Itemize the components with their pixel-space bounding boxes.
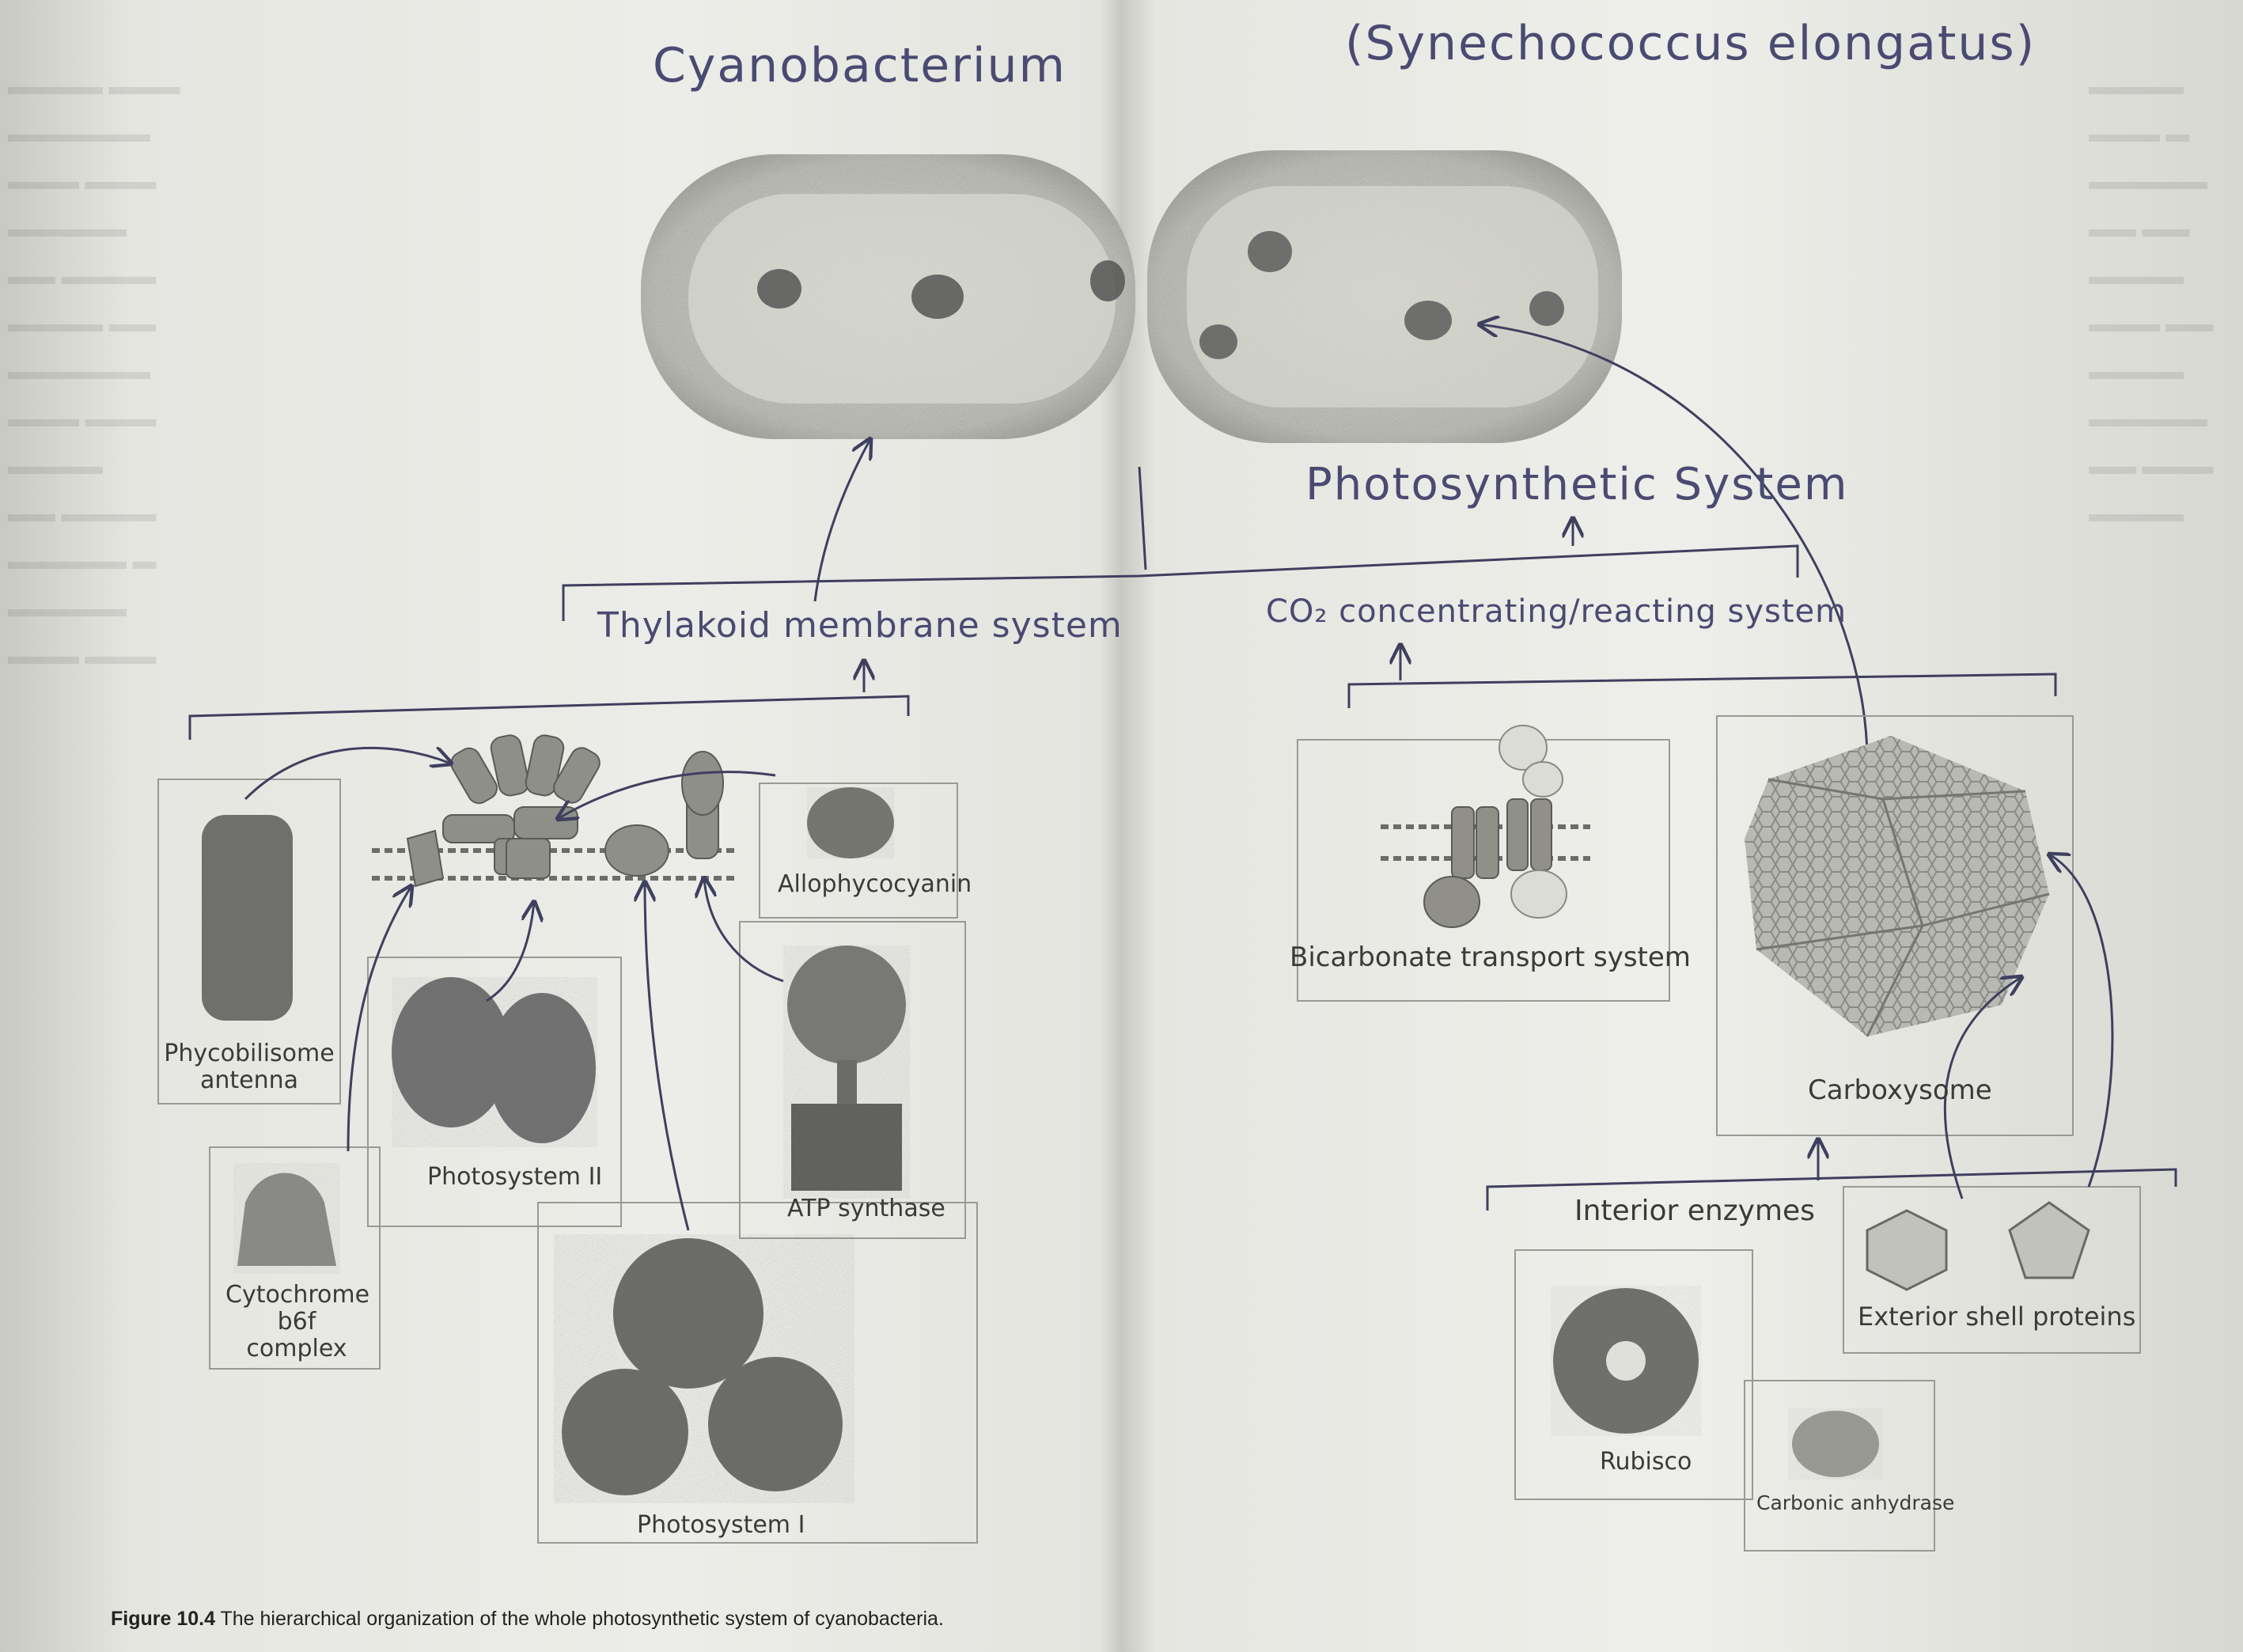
- figure-caption: Figure 10.4 The hierarchical organizatio…: [111, 1608, 944, 1631]
- photosystem-i-structure: [554, 1234, 854, 1503]
- phycobilisome-antenna-structure: [202, 815, 293, 1021]
- figure-number: Figure 10.4: [111, 1608, 215, 1630]
- title-cyanobacterium: Cyanobacterium: [653, 38, 1067, 93]
- top-bracket: [562, 518, 1799, 621]
- label-phycobilisome: Phycobilisome antenna: [164, 1040, 335, 1094]
- caption-text: The hierarchical organization of the who…: [220, 1608, 944, 1630]
- arrow-thylakoid-to-cell: [813, 439, 870, 602]
- thylakoid-bracket: [188, 661, 910, 740]
- label-carbonic-anhydrase: Carbonic anhydrase: [1756, 1491, 1955, 1514]
- label-co2-system: CO₂ concentrating/reacting system: [1266, 593, 1847, 630]
- bicarbonate-transport-structure: [1381, 725, 1590, 928]
- carbonic-anhydrase-structure: [1788, 1408, 1883, 1480]
- interior-enzymes-bracket: [1486, 1139, 2177, 1211]
- panel-frames: [157, 715, 2141, 1552]
- allophycocyanin-structure: [807, 787, 894, 858]
- co2-bracket: [1347, 645, 2057, 708]
- label-exterior-shell-proteins: Exterior shell proteins: [1858, 1302, 2136, 1332]
- bleed-through-text-left: ▬▬▬▬ ▬▬▬▬▬▬▬▬▬▬▬▬ ▬▬▬▬▬▬▬▬▬▬ ▬▬▬▬▬▬▬▬ ▬▬…: [8, 74, 180, 669]
- label-interior-enzymes: Interior enzymes: [1574, 1195, 1815, 1227]
- label-atp-synthase: ATP synthase: [787, 1195, 945, 1222]
- component-arrows: [244, 748, 2114, 1231]
- micrograph-left: [641, 154, 1135, 439]
- label-thylakoid-membrane-system: Thylakoid membrane system: [597, 605, 1123, 646]
- label-photosystem-i: Photosystem I: [637, 1511, 805, 1539]
- atp-synthase-structure: [783, 945, 910, 1199]
- label-carboxysome: Carboxysome: [1808, 1074, 1992, 1106]
- rubisco-structure: [1551, 1286, 1701, 1436]
- carboxysome-structure: [1745, 736, 2050, 1037]
- exterior-shell-proteins-structure: [1866, 1201, 2090, 1291]
- label-photosystem-ii: Photosystem II: [427, 1163, 603, 1191]
- title-synechococcus: (Synechococcus elongatus): [1345, 16, 2037, 71]
- cytochrome-b6f-structure: [233, 1163, 340, 1274]
- thylakoid-membrane-schematic: [372, 734, 736, 888]
- photosystem-ii-structure: [392, 977, 597, 1147]
- micrograph-right: [1147, 150, 1622, 443]
- label-cytochrome: Cytochrome b6f complex: [225, 1281, 370, 1362]
- bleed-through-text-right: ▬▬▬▬▬▬▬ ▬▬▬▬▬▬▬▬ ▬▬▬▬▬▬▬▬▬ ▬▬▬▬▬▬▬▬▬▬▬▬▬…: [2089, 74, 2214, 527]
- label-allophycocyanin: Allophycocyanin: [778, 870, 972, 898]
- label-bicarbonate-transport: Bicarbonate transport system: [1290, 942, 1691, 973]
- label-photosynthetic-system: Photosynthetic System: [1305, 459, 1849, 510]
- label-rubisco: Rubisco: [1600, 1448, 1692, 1476]
- arrow-carboxysome-to-cell: [1480, 324, 1869, 760]
